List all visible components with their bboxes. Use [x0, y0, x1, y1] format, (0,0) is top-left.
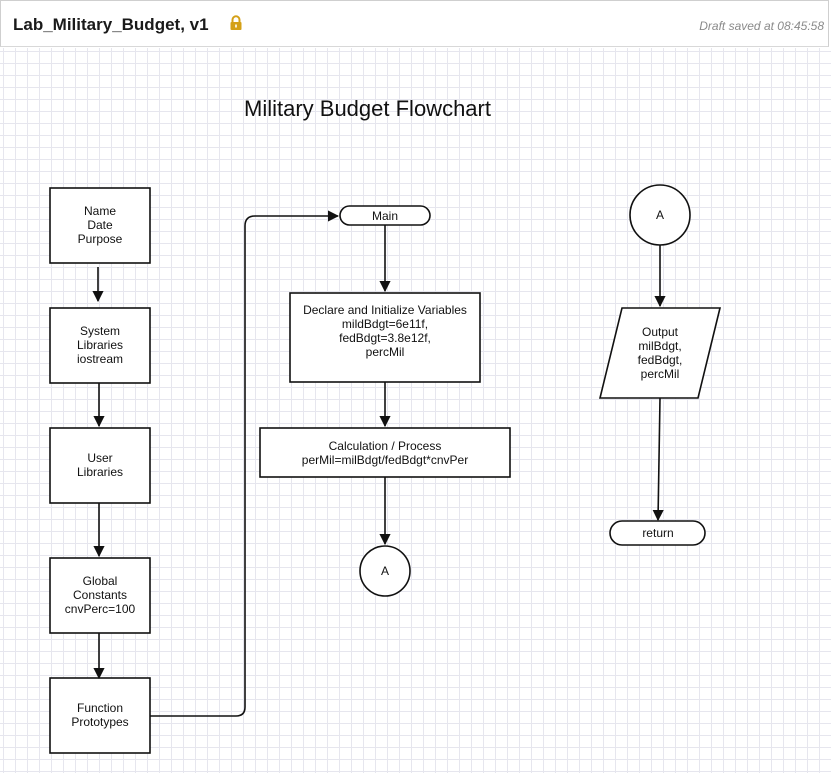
document-header: Lab_Military_Budget, v1 Draft saved at 0… — [0, 0, 829, 47]
node-connector-out[interactable]: A — [359, 545, 411, 597]
node-system-libraries[interactable]: System Libraries iostream — [49, 307, 151, 384]
node-header-info-line: Date — [87, 218, 113, 232]
diagram-title: Military Budget Flowchart — [244, 96, 491, 121]
node-declare-variables-line: mildBdgt=6e11f, — [342, 317, 428, 331]
node-return[interactable]: return — [609, 520, 706, 546]
node-declare-variables[interactable]: Declare and Initialize Variables mildBdg… — [289, 292, 481, 383]
node-connector-out-label: A — [381, 564, 389, 578]
document-title[interactable]: Lab_Military_Budget, v1 — [13, 15, 209, 34]
node-calculation[interactable]: Calculation / Process perMil=milBdgt/fed… — [259, 427, 511, 478]
flow-arrow — [652, 397, 664, 522]
node-header-info-line: Name — [84, 204, 116, 218]
node-output-line: milBdgt, — [638, 339, 681, 353]
node-calculation-line: perMil=milBdgt/fedBdgt*cnvPer — [302, 453, 468, 467]
node-user-libraries-line: User — [87, 451, 112, 465]
node-main[interactable]: Main — [339, 205, 431, 226]
node-output-line: percMil — [641, 367, 680, 381]
node-function-prototypes-line: Function — [77, 701, 123, 715]
node-output-line: Output — [642, 325, 679, 339]
flowchart: Name Date Purpose System Libraries iostr… — [49, 184, 722, 754]
node-global-constants-line: Constants — [73, 588, 127, 602]
node-declare-variables-line: Declare and Initialize Variables — [303, 303, 467, 317]
node-system-libraries-line: Libraries — [77, 338, 123, 352]
node-declare-variables-line: percMil — [366, 345, 405, 359]
node-declare-variables-line: fedBdgt=3.8e12f, — [339, 331, 431, 345]
save-status: Draft saved at 08:45:58 — [699, 19, 824, 33]
node-header-info[interactable]: Name Date Purpose — [49, 187, 151, 264]
node-connector-in[interactable]: A — [629, 184, 691, 246]
node-return-label: return — [642, 526, 673, 540]
node-user-libraries[interactable]: User Libraries — [49, 427, 151, 504]
node-user-libraries-line: Libraries — [77, 465, 123, 479]
node-system-libraries-line: System — [80, 324, 120, 338]
diagram-canvas[interactable]: Military Budget Flowchart Name Date Purp… — [0, 48, 831, 773]
lock-icon[interactable] — [229, 15, 243, 36]
node-global-constants-line: cnvPerc=100 — [65, 602, 136, 616]
node-global-constants-line: Global — [83, 574, 118, 588]
node-function-prototypes[interactable]: Function Prototypes — [49, 677, 151, 754]
node-output[interactable]: Output milBdgt, fedBdgt, percMil — [598, 307, 722, 399]
node-calculation-line: Calculation / Process — [329, 439, 442, 453]
node-function-prototypes-line: Prototypes — [71, 715, 128, 729]
flow-arrow-to-main — [150, 210, 340, 717]
node-connector-in-label: A — [656, 208, 664, 222]
node-output-line: fedBdgt, — [638, 353, 683, 367]
node-header-info-line: Purpose — [78, 232, 123, 246]
node-global-constants[interactable]: Global Constants cnvPerc=100 — [49, 557, 151, 634]
node-system-libraries-line: iostream — [77, 352, 123, 366]
node-main-label: Main — [372, 209, 398, 223]
